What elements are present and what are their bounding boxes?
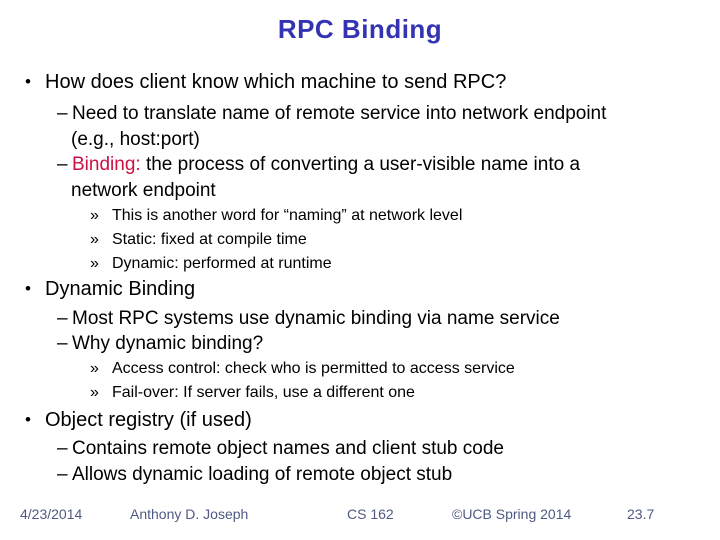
dash-marker: – — [57, 464, 68, 485]
bullet-text: How does client know which machine to se… — [45, 71, 507, 93]
chevron-marker: » — [90, 255, 99, 272]
chevron-text: This is another word for “naming” at net… — [112, 207, 463, 224]
chevron-line-dynamic: » Dynamic: performed at runtime — [90, 255, 332, 273]
chevron-line-another-word: » This is another word for “naming” at ne… — [90, 207, 462, 225]
bullet-marker: • — [25, 279, 31, 298]
dash-marker: – — [57, 154, 68, 175]
footer-author: Anthony D. Joseph — [130, 506, 249, 522]
bullet-line-dynamic-binding: • Dynamic Binding — [25, 278, 195, 301]
bullet-marker: • — [25, 410, 31, 429]
dash-line-need-to-translate: –Need to translate name of remote servic… — [57, 103, 606, 125]
bullet-text: Dynamic Binding — [45, 278, 196, 300]
chevron-marker: » — [90, 231, 99, 248]
dash-marker: – — [57, 103, 68, 124]
chevron-text: Access control: check who is permitted t… — [112, 360, 515, 377]
dash-text: Most RPC systems use dynamic binding via… — [72, 308, 560, 329]
slide-title: RPC Binding — [277, 14, 443, 44]
footer-copyright: ©UCB Spring 2014 — [452, 506, 572, 522]
dash-text: network endpoint — [71, 180, 216, 201]
chevron-marker: » — [90, 360, 99, 377]
dash-text: (e.g., host:port) — [71, 129, 200, 150]
highlighted-term: Binding: — [72, 154, 141, 175]
dash-line-continuation-host-port: (e.g., host:port) — [71, 129, 200, 151]
bullet-line-object-registry: • Object registry (if used) — [25, 409, 252, 432]
chevron-marker: » — [90, 384, 99, 401]
dash-text: Allows dynamic loading of remote object … — [72, 464, 453, 485]
dash-line-most-rpc-systems: –Most RPC systems use dynamic binding vi… — [57, 308, 560, 330]
dash-line-continuation-network-endpoint: network endpoint — [71, 180, 216, 202]
chevron-text: Fail-over: If server fails, use a differ… — [112, 384, 415, 401]
dash-line-contains-remote-object: –Contains remote object names and client… — [57, 438, 504, 460]
dash-marker: – — [57, 333, 68, 354]
dash-text: the process of converting a user-visible… — [140, 154, 581, 175]
chevron-line-static: » Static: fixed at compile time — [90, 231, 307, 249]
dash-marker: – — [57, 308, 68, 329]
chevron-line-fail-over: » Fail-over: If server fails, use a diffe… — [90, 384, 415, 402]
chevron-marker: » — [90, 207, 99, 224]
bullet-line-how-client-knows: • How does client know which machine to s… — [25, 71, 506, 94]
dash-marker: – — [57, 438, 68, 459]
dash-text: Contains remote object names and client … — [72, 438, 504, 459]
dash-line-binding-definition: –Binding: the process of converting a us… — [57, 154, 580, 176]
footer-date: 4/23/2014 — [20, 506, 83, 522]
footer-page-number: 23.7 — [627, 506, 655, 522]
bullet-text: Object registry (if used) — [45, 409, 252, 431]
chevron-text: Dynamic: performed at runtime — [112, 255, 332, 272]
dash-line-why-dynamic-binding: –Why dynamic binding? — [57, 333, 263, 355]
dash-text: Need to translate name of remote service… — [72, 103, 607, 124]
footer-course: CS 162 — [347, 506, 394, 522]
dash-line-allows-dynamic-loading: –Allows dynamic loading of remote object… — [57, 464, 452, 486]
bullet-marker: • — [25, 72, 31, 91]
chevron-text: Static: fixed at compile time — [112, 231, 307, 248]
dash-text: Why dynamic binding? — [72, 333, 264, 354]
chevron-line-access-control: » Access control: check who is permitted … — [90, 360, 515, 378]
